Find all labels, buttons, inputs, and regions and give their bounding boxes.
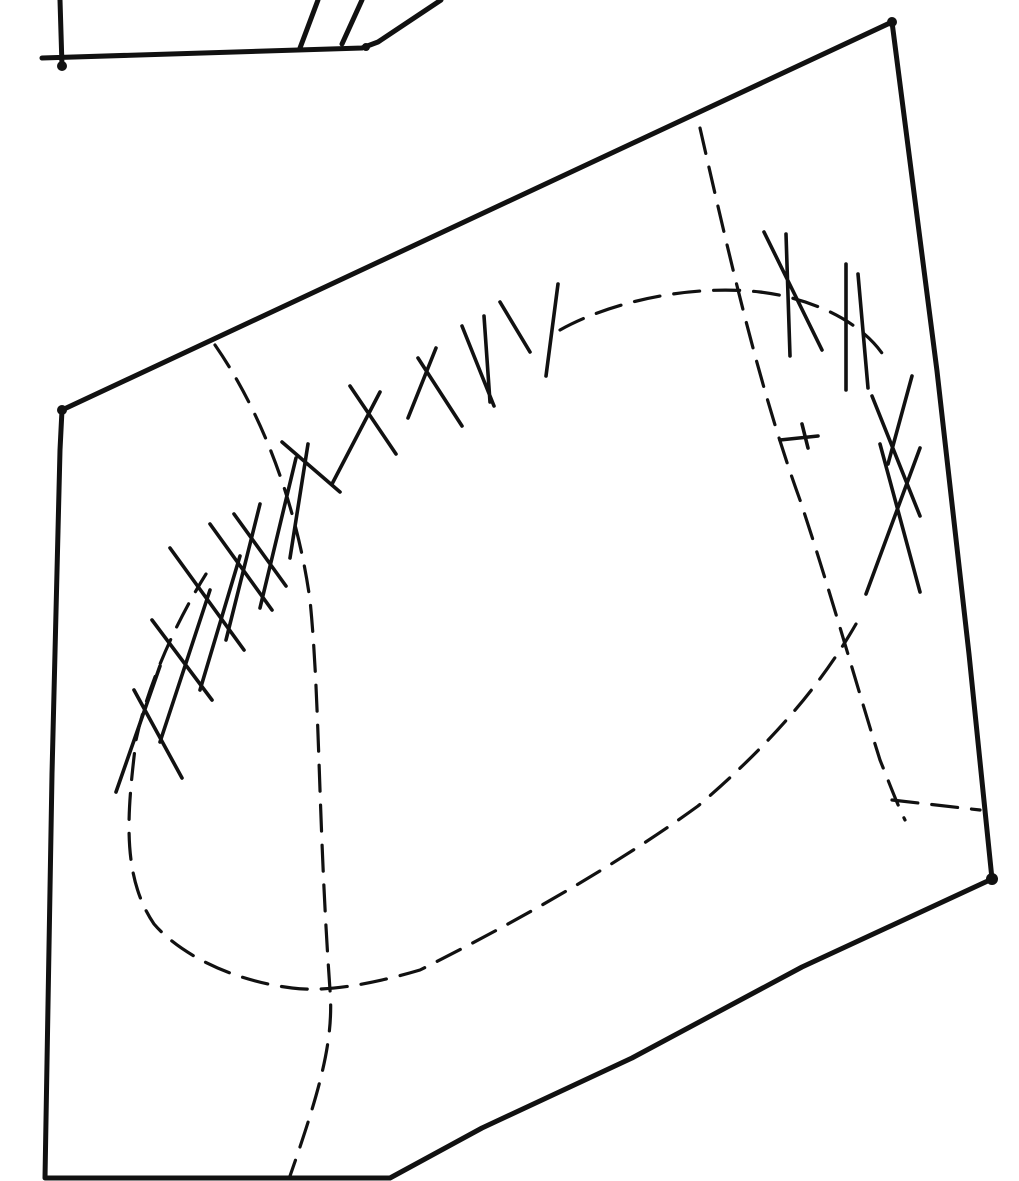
stitch-mark bbox=[846, 264, 868, 390]
stitch-mark bbox=[234, 458, 296, 608]
stitch-mark bbox=[780, 424, 818, 448]
stitch-mark bbox=[866, 444, 920, 594]
stitch-mark bbox=[332, 386, 396, 484]
corner-dot bbox=[986, 873, 998, 885]
upper-fragment bbox=[42, 0, 441, 71]
stitch-mark bbox=[408, 348, 462, 426]
upper-fragment-outline bbox=[42, 0, 441, 66]
stitch-mark bbox=[282, 442, 340, 558]
stitch-mark bbox=[500, 284, 558, 376]
dashed-oval-seam bbox=[129, 290, 884, 989]
upper-fragment-fold-line bbox=[300, 0, 362, 48]
stitch-mark bbox=[462, 316, 494, 406]
dashed-right-line bbox=[700, 128, 980, 820]
main-panel-outline bbox=[45, 22, 992, 1178]
stitch-mark bbox=[116, 666, 182, 792]
corner-dot bbox=[362, 43, 370, 51]
corner-dot bbox=[887, 17, 897, 27]
corner-dot bbox=[57, 405, 67, 415]
cross-stitch-marks bbox=[116, 232, 920, 792]
corner-dot bbox=[57, 61, 67, 71]
